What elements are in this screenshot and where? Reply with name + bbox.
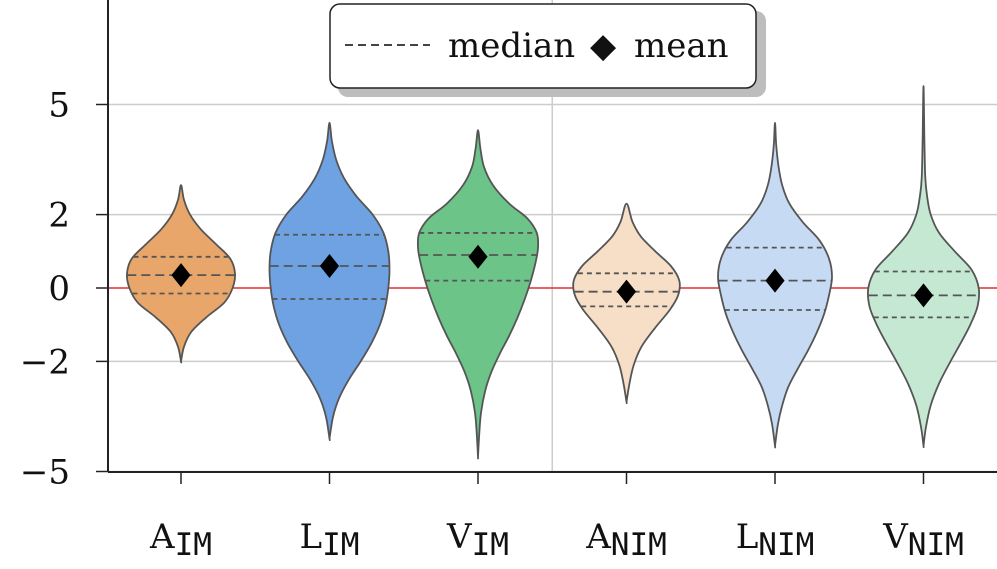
mean-marker xyxy=(616,279,637,304)
x-tick-label: VNIM xyxy=(882,517,964,563)
y-tick-label: −5 xyxy=(20,453,70,493)
mean-marker xyxy=(765,268,785,293)
y-tick-label: 2 xyxy=(48,196,70,236)
mean-marker xyxy=(468,244,488,269)
x-tick-label: AIM xyxy=(149,517,212,563)
mean-marker xyxy=(319,253,340,278)
violin-l-nim xyxy=(717,121,833,449)
violin-v-nim xyxy=(866,85,981,449)
violin-a-im xyxy=(126,184,236,364)
legend: median ◆ mean xyxy=(329,3,766,97)
x-tick-label: LNIM xyxy=(736,517,815,563)
mean-marker xyxy=(171,263,191,288)
x-tick-label: LIM xyxy=(300,517,360,563)
violin-body xyxy=(416,129,540,460)
violin-body xyxy=(866,85,981,449)
x-tick-label: ANIM xyxy=(585,517,667,563)
legend-mean-label: mean xyxy=(634,26,729,66)
violin-l-im xyxy=(268,121,391,441)
y-tick-label: 0 xyxy=(48,269,70,309)
mean-marker xyxy=(913,283,934,308)
y-tick-label: −2 xyxy=(20,342,70,382)
x-tick-label: VIM xyxy=(446,517,509,563)
axes: AIM LIM VIM ANIM LNIM VNIM −5 −2 0 2 5 xyxy=(20,0,997,563)
legend-median-label: median xyxy=(448,26,575,66)
violins xyxy=(126,85,981,460)
legend-mean-marker: ◆ xyxy=(590,26,617,66)
y-tick-label: 5 xyxy=(48,86,70,126)
violin-body xyxy=(268,121,391,441)
legend-box xyxy=(329,3,757,89)
violin-v-im xyxy=(416,129,540,460)
violin-a-nim xyxy=(572,202,681,405)
